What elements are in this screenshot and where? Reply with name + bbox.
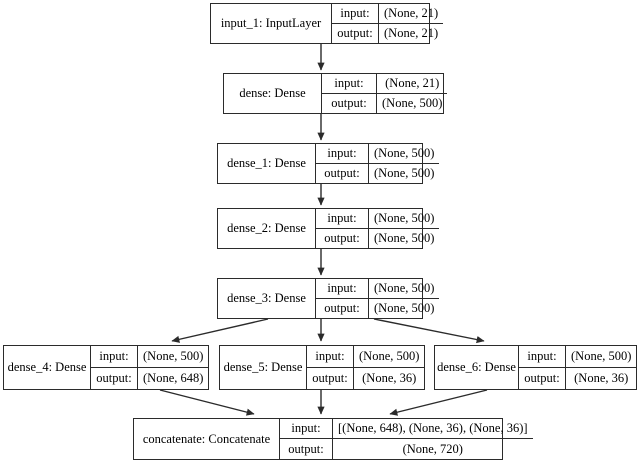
io-block-input_1: input: (None, 21) output: (None, 21) (331, 4, 444, 43)
input-label-dense_4: input: (99, 348, 129, 363)
layer-name-dense_2: dense_2: Dense (227, 221, 306, 236)
input-label-concatenate: input: (291, 421, 321, 435)
input-shape-dense_3: (None, 500) (368, 279, 439, 298)
input-row-dense_5: input: (None, 500) (307, 346, 425, 368)
input-shape-dense_5: (None, 500) (353, 346, 424, 367)
input-shape-input_1: (None, 21) (378, 4, 443, 23)
input-label-dense_1: input: (327, 145, 357, 160)
edge-dense_3-to-dense_6 (373, 318, 485, 344)
layer-node-dense_6[interactable]: dense_6: Dense input: (None, 500) output: (N… (434, 345, 637, 390)
output-shape-concatenate: (None, 720) (332, 439, 533, 459)
io-block-dense_3: input: (None, 500) output: (None, 500) (315, 279, 440, 318)
input-shape-dense: (None, 21) (376, 74, 447, 93)
output-row-dense_2: output: (None, 500) (316, 228, 439, 248)
layer-name-dense_6: dense_6: Dense (437, 360, 516, 375)
output-shape-dense_1: (None, 500) (368, 163, 439, 183)
input-row-input_1: input: (None, 21) (332, 4, 444, 24)
output-label-concatenate: output: (288, 441, 324, 456)
output-shape-dense_6: (None, 36) (565, 367, 636, 389)
io-block-dense: input: (None, 21) output: (None, 500) (321, 74, 448, 113)
output-row-input_1: output: (None, 21) (332, 23, 443, 43)
output-label-input_1: output: (337, 25, 373, 40)
input-label-dense: input: (334, 75, 364, 90)
input-row-dense_2: input: (None, 500) (316, 209, 440, 229)
output-row-dense_6: output: (None, 36) (519, 367, 636, 389)
output-row-dense: output: (None, 500) (322, 93, 447, 113)
input-row-dense: input: (None, 21) (322, 74, 448, 94)
layer-node-dense_2[interactable]: dense_2: Dense input: (None, 500) output: (N… (217, 208, 440, 249)
layer-node-dense_4[interactable]: dense_4: Dense input: (None, 500) output: (N… (3, 345, 209, 390)
input-shape-dense_1: (None, 500) (368, 144, 439, 163)
layer-name-concatenate: concatenate: Concatenate (142, 431, 271, 446)
output-label-dense_2: output: (324, 230, 360, 245)
output-shape-dense_2: (None, 500) (368, 228, 439, 248)
output-shape-input_1: (None, 21) (378, 23, 443, 43)
layer-name-dense_1: dense_1: Dense (227, 156, 306, 171)
io-block-dense_2: input: (None, 500) output: (None, 500) (315, 209, 440, 248)
edge-dense_3-to-dense_4 (171, 318, 269, 343)
layer-node-dense_1[interactable]: dense_1: Dense input: (None, 500) output: (N… (217, 143, 440, 184)
input-row-dense_3: input: (None, 500) (316, 279, 440, 299)
layer-name-dense_5: dense_5: Dense (223, 360, 303, 375)
layer-name-dense_4: dense_4: Dense (7, 360, 87, 375)
io-block-dense_6: input: (None, 500) output: (None, 36) (518, 346, 637, 389)
input-row-dense_1: input: (None, 500) (316, 144, 440, 164)
output-label-dense: output: (331, 95, 367, 110)
input-row-dense_4: input: (None, 500) (91, 346, 209, 368)
input-label-input_1: input: (340, 5, 370, 20)
input-label-dense_5: input: (315, 348, 345, 363)
layer-name-dense_3: dense_3: Dense (227, 291, 306, 306)
output-label-dense_6: output: (524, 370, 560, 385)
output-shape-dense_3: (None, 500) (368, 298, 439, 318)
output-row-dense_5: output: (None, 36) (307, 367, 424, 389)
input-row-dense_6: input: (None, 500) (519, 346, 637, 368)
output-shape-dense_5: (None, 36) (353, 367, 424, 389)
output-label-dense_4: output: (96, 370, 132, 385)
output-label-dense_1: output: (324, 165, 360, 180)
layer-name-dense: dense: Dense (239, 86, 306, 101)
output-shape-dense: (None, 500) (376, 93, 447, 113)
layer-node-dense_3[interactable]: dense_3: Dense input: (None, 500) output: (N… (217, 278, 440, 319)
io-block-concatenate: input: [(None, 648), (None, 36), (None, 3… (279, 419, 533, 459)
input-label-dense_6: input: (527, 348, 557, 363)
input-label-dense_3: input: (327, 280, 357, 295)
input-shape-dense_6: (None, 500) (565, 346, 636, 367)
layer-node-concatenate[interactable]: concatenate: Concatenate input: [(None, 64… (133, 418, 533, 460)
layer-name-input_1: input_1: InputLayer (220, 16, 322, 31)
io-block-dense_1: input: (None, 500) output: (None, 500) (315, 144, 440, 183)
input-label-dense_2: input: (327, 210, 357, 225)
edge-dense_4-to-concatenate (159, 389, 255, 416)
input-row-concatenate: input: [(None, 648), (None, 36), (None, 3… (280, 419, 533, 439)
layer-node-dense[interactable]: dense: Dense input: (None, 21) output: (None… (223, 73, 448, 114)
io-block-dense_4: input: (None, 500) output: (None, 648) (90, 346, 209, 389)
input-shape-dense_2: (None, 500) (368, 209, 439, 228)
output-row-concatenate: output: (None, 720) (280, 439, 533, 459)
output-shape-dense_4: (None, 648) (137, 367, 208, 389)
output-label-dense_5: output: (312, 370, 348, 385)
output-row-dense_3: output: (None, 500) (316, 298, 439, 318)
layer-node-dense_5[interactable]: dense_5: Dense input: (None, 500) output: (N… (219, 345, 425, 390)
input-shape-concatenate: [(None, 648), (None, 36), (None, 36)] (332, 419, 533, 438)
io-block-dense_5: input: (None, 500) output: (None, 36) (306, 346, 425, 389)
output-label-dense_3: output: (324, 300, 360, 315)
input-shape-dense_4: (None, 500) (137, 346, 208, 367)
edge-dense_6-to-concatenate (389, 389, 488, 416)
output-row-dense_4: output: (None, 648) (91, 367, 208, 389)
output-row-dense_1: output: (None, 500) (316, 163, 439, 183)
